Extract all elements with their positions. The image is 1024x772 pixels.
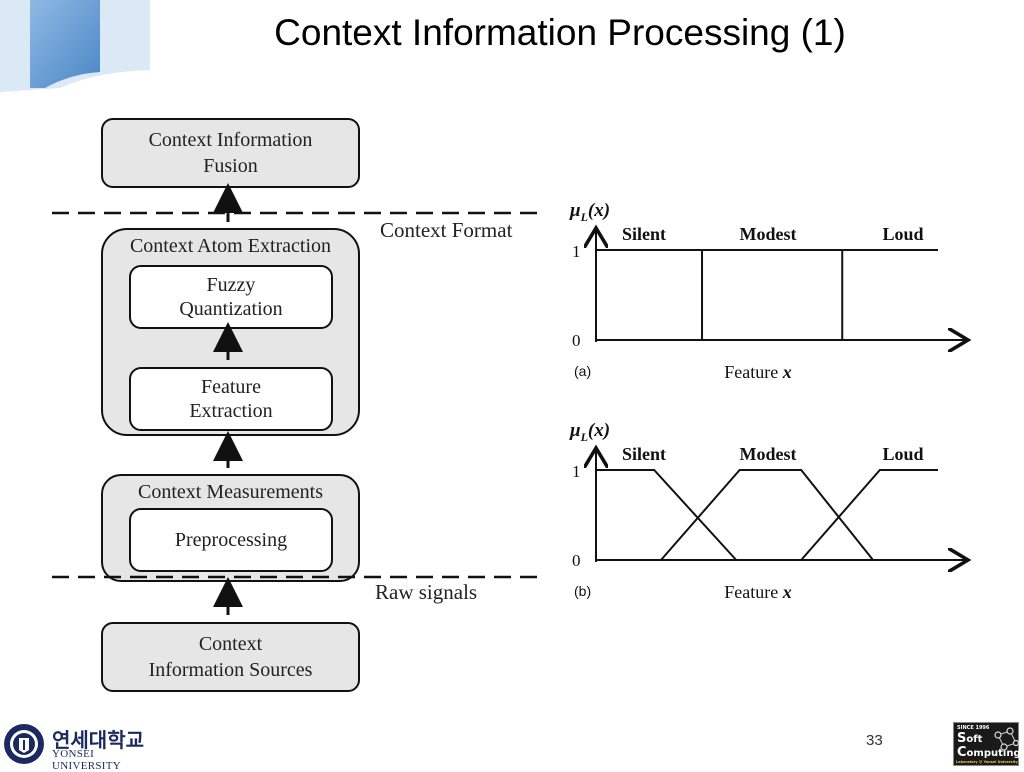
slide-title: Context Information Processing (1) (274, 12, 846, 53)
panel-b-series-modest (660, 469, 874, 561)
panel-b-y-tick-0: 0 (572, 551, 581, 570)
panel-b-category-loud: Loud (882, 444, 923, 464)
panel-a-group: μL(x) 1 0 Silent Modest Loud (a) Feature x (569, 200, 968, 382)
network-nodes-icon (994, 727, 1020, 751)
feature-extraction-box: Feature Extraction (129, 367, 333, 431)
panel-b-x-axis-label: Feature x (724, 582, 791, 602)
pipeline-connectors (52, 183, 540, 615)
atom-extraction-title: Context Atom Extraction (129, 235, 332, 257)
lab-soft-initial: S (957, 731, 967, 746)
fuzzy-box-line-1: Fuzzy (206, 274, 256, 296)
university-name-english: YONSEI UNIVERSITY (52, 748, 121, 772)
panel-a-category-loud: Loud (882, 224, 923, 244)
sources-box-line-1: Context (198, 633, 263, 655)
lab-computing-rest: omputing (966, 748, 1021, 759)
lab-since-text: SINCE 1996 (957, 725, 990, 731)
university-name-korean: 연세대학교 (52, 728, 144, 752)
panel-b-y-axis-label: μL(x) (569, 420, 610, 444)
feature-box-line-1: Feature (201, 376, 261, 398)
panel-a-y-axis-label: μL(x) (569, 200, 610, 224)
panel-b-y-tick-1: 1 (572, 462, 581, 481)
context-format-label: Context Format (380, 218, 513, 242)
lab-soft-line: Soft (957, 731, 982, 746)
panel-a-category-silent: Silent (622, 224, 666, 244)
context-measurements-box: Context Measurements Preprocessing (101, 474, 360, 582)
lab-computing-line: Computing (957, 745, 1021, 760)
measurements-title: Context Measurements (138, 481, 323, 503)
panel-a-y-tick-0: 0 (572, 331, 581, 350)
fusion-box-line-2: Fusion (203, 155, 258, 177)
panel-a-y-tick-1: 1 (572, 242, 581, 261)
fusion-box-line-1: Context Information (148, 129, 313, 151)
panel-b-category-modest: Modest (740, 444, 797, 464)
lab-footer-text: Laboratory @ Yonsei University (956, 760, 1018, 764)
preprocessing-box: Preprocessing (129, 508, 333, 572)
fuzzy-box-line-2: Quantization (179, 298, 283, 320)
fuzzy-quantization-box: Fuzzy Quantization (129, 265, 333, 329)
panel-b-category-silent: Silent (622, 444, 666, 464)
sources-box-line-2: Information Sources (148, 659, 313, 681)
page-number: 33 (866, 732, 883, 749)
yonsei-university-logo: 연세대학교 YONSEI UNIVERSITY (2, 722, 152, 772)
panel-a-tag: (a) (574, 363, 591, 379)
preprocessing-label: Preprocessing (174, 529, 288, 551)
panel-b-group: μL(x) 1 0 Silent Modest Loud (b) Feature x (569, 420, 968, 602)
title-tab-decoration (0, 0, 150, 92)
context-information-sources-box: Context Information Sources (101, 622, 360, 692)
panel-b-series-silent (596, 469, 737, 561)
lab-soft-rest: oft (966, 734, 983, 745)
lab-computing-initial: C (957, 745, 967, 760)
panel-a-x-axis-label: Feature x (724, 362, 791, 382)
panel-b-tag: (b) (574, 583, 591, 599)
panel-b-series-loud (800, 469, 938, 561)
feature-box-line-2: Extraction (189, 400, 273, 422)
raw-signals-label: Raw signals (375, 580, 478, 604)
university-seal-icon (4, 724, 44, 764)
soft-computing-lab-logo: SINCE 1996 Soft Computing Laboratory @ Y… (953, 722, 1021, 766)
panel-a-category-modest: Modest (740, 224, 797, 244)
